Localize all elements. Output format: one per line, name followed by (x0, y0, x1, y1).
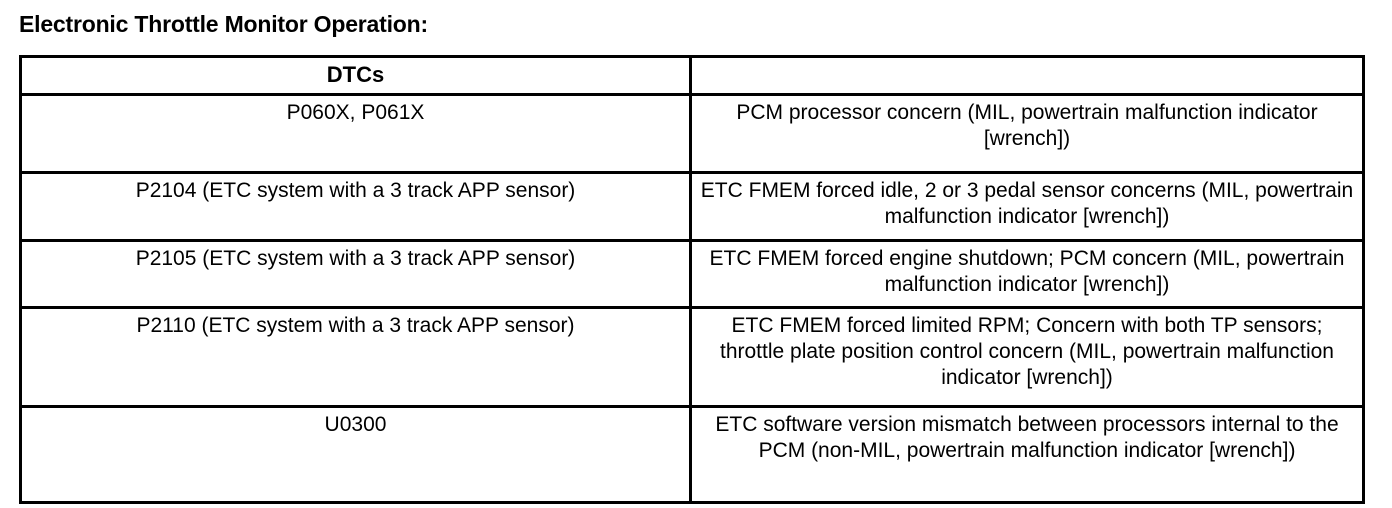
table-row: P2110 (ETC system with a 3 track APP sen… (19, 306, 1365, 408)
cell-description: PCM processor concern (MIL, powertrain m… (689, 93, 1365, 174)
cell-dtc: P2105 (ETC system with a 3 track APP sen… (19, 239, 692, 309)
cell-dtc: U0300 (19, 405, 692, 504)
cell-dtc: P2104 (ETC system with a 3 track APP sen… (19, 171, 692, 242)
table-header: DTCs (19, 55, 1365, 96)
cell-description: ETC FMEM forced idle, 2 or 3 pedal senso… (689, 171, 1365, 242)
column-header-dtcs: DTCs (19, 55, 692, 96)
table-row: U0300 ETC software version mismatch betw… (19, 405, 1365, 504)
cell-description: ETC software version mismatch between pr… (689, 405, 1365, 504)
table-header-row: DTCs (19, 55, 1365, 96)
cell-dtc: P2110 (ETC system with a 3 track APP sen… (19, 306, 692, 408)
cell-description: ETC FMEM forced limited RPM; Concern wit… (689, 306, 1365, 408)
table-row: P2105 (ETC system with a 3 track APP sen… (19, 239, 1365, 309)
dtc-table: DTCs P060X, P061X PCM processor concern … (19, 55, 1365, 504)
column-header-description (689, 55, 1365, 96)
cell-dtc: P060X, P061X (19, 93, 692, 174)
table-row: P060X, P061X PCM processor concern (MIL,… (19, 93, 1365, 174)
cell-description: ETC FMEM forced engine shutdown; PCM con… (689, 239, 1365, 309)
page-title: Electronic Throttle Monitor Operation: (19, 11, 428, 37)
table-body: P060X, P061X PCM processor concern (MIL,… (19, 93, 1365, 504)
table-row: P2104 (ETC system with a 3 track APP sen… (19, 171, 1365, 242)
